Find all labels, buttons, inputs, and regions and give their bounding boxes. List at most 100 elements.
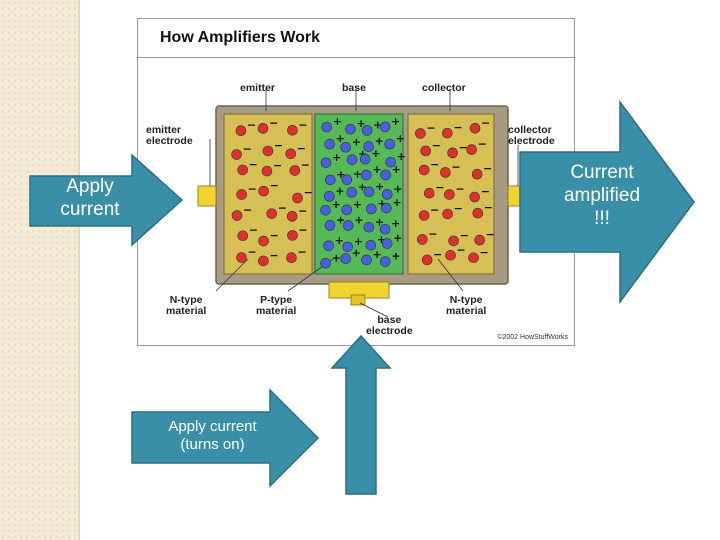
electron-sign: − (481, 116, 490, 129)
hole-sign: + (336, 213, 345, 226)
electron (444, 189, 455, 200)
label-p-type: P-type material (256, 294, 297, 317)
right-arrow-label: Current amplified !!! (563, 162, 641, 229)
electron-sign: − (478, 138, 487, 151)
charge-carriers: −−−−−−−−−−−−−−−−−−−−−−−−−−−−−−−−−−−−−−−−… (231, 115, 495, 269)
electron (469, 122, 481, 134)
electron (423, 187, 435, 199)
electron (236, 252, 247, 263)
hole (346, 154, 358, 166)
label-emitter-electrode: emitter electrode (146, 124, 193, 147)
electron-sign: − (451, 160, 460, 173)
hole (381, 189, 393, 200)
electron-sign: − (270, 179, 279, 192)
hole (324, 174, 336, 186)
electron (285, 148, 297, 160)
electron-sign: − (274, 139, 283, 152)
electron-sign: − (455, 183, 464, 196)
electron (292, 192, 303, 204)
electron (415, 128, 426, 139)
hole (340, 141, 352, 153)
electron (418, 210, 430, 221)
electron (257, 123, 269, 134)
electron (262, 145, 274, 157)
electron (258, 235, 269, 247)
hole (346, 187, 358, 198)
hole (379, 223, 391, 235)
hole-sign: + (377, 233, 386, 246)
electron-sign: − (298, 118, 307, 131)
title-divider (138, 57, 574, 58)
hole (324, 138, 335, 150)
hole-sign: + (352, 247, 361, 260)
electron (237, 230, 249, 242)
electron (421, 254, 433, 266)
label-base-electrode: base electrode (366, 314, 413, 337)
hole (381, 202, 392, 214)
electron (468, 252, 479, 264)
label-collector: collector (422, 82, 466, 94)
electron (287, 124, 298, 136)
hole-sign: + (392, 196, 401, 209)
hole (363, 221, 375, 233)
hole-sign: + (391, 115, 400, 128)
hole (380, 169, 391, 181)
hole-sign: + (333, 115, 342, 128)
electron-sign: − (457, 243, 466, 256)
hole (381, 238, 393, 249)
hole (342, 241, 354, 253)
electron (236, 189, 247, 200)
hole-sign: + (377, 197, 386, 210)
electron-sign: − (248, 182, 257, 195)
electron (231, 210, 243, 221)
hole (365, 239, 377, 251)
hole (379, 121, 391, 133)
electron-sign: − (278, 202, 287, 215)
electron (442, 127, 453, 139)
electron (287, 230, 298, 241)
electron-sign: − (428, 227, 437, 240)
hole (361, 254, 372, 266)
electron-sign: − (243, 204, 252, 217)
label-n-type-right: N-type material (446, 294, 487, 317)
hole (324, 220, 336, 231)
electron-sign: − (460, 229, 469, 242)
electron-sign: − (297, 142, 306, 155)
hole-sign: + (358, 180, 367, 193)
hole (320, 157, 332, 169)
transistor-figure: How Amplifiers Work (137, 18, 575, 346)
emitter-electrode (197, 185, 217, 207)
electron (258, 255, 269, 267)
electron-sign: − (432, 139, 441, 152)
hole (361, 169, 372, 181)
hole-sign: + (371, 147, 380, 160)
hole-sign: + (396, 132, 405, 145)
hole-sign: + (336, 168, 345, 181)
electron-sign: − (435, 181, 444, 194)
electron-sign: − (301, 159, 310, 172)
hole (361, 125, 373, 136)
electron-sign: − (304, 186, 313, 199)
hole-sign: + (354, 213, 363, 226)
left-arrow-label: Apply current (60, 176, 120, 220)
hole-sign: + (375, 135, 384, 148)
electron (289, 165, 301, 176)
hole (342, 220, 354, 231)
hole (379, 256, 391, 267)
hole-sign: + (372, 163, 381, 176)
hole-sign: + (354, 235, 363, 248)
electron (472, 207, 484, 219)
hole-sign: + (397, 150, 406, 163)
electron-sign: − (459, 141, 468, 154)
hole-sign: + (373, 118, 382, 131)
hole (359, 153, 371, 165)
electron (258, 185, 269, 197)
hole-sign: + (358, 148, 367, 161)
electron (231, 149, 242, 160)
side-strip-edge (78, 0, 80, 540)
hole (323, 191, 335, 202)
electron-sign: − (249, 224, 258, 237)
electron (447, 147, 458, 159)
hole-sign: + (335, 184, 344, 197)
hole-sign: + (332, 198, 341, 211)
